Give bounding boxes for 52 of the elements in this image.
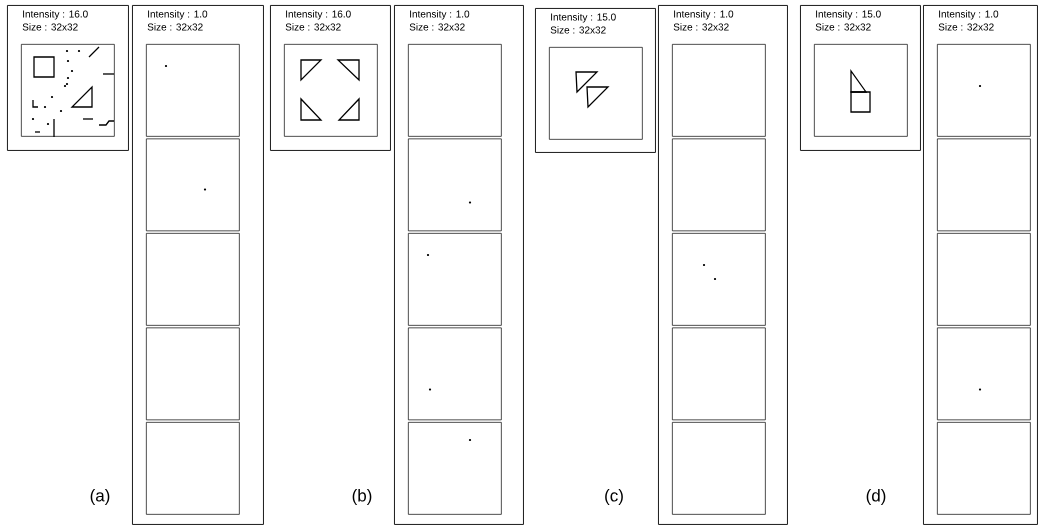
window-panel xyxy=(132,5,264,525)
window-panel xyxy=(270,5,391,151)
window-panel xyxy=(800,5,921,151)
window-panel xyxy=(394,5,524,525)
window-text: Size : 32x32 xyxy=(550,26,606,34)
pattern-image xyxy=(284,44,378,137)
window-text: Intensity : 1.0 xyxy=(410,10,470,20)
window-text: Size : 32x32 xyxy=(285,23,341,31)
window-text: Intensity : 1.0 xyxy=(674,10,734,20)
output-frame xyxy=(937,233,1031,326)
pattern-image xyxy=(549,47,643,140)
output-frame xyxy=(937,327,1031,421)
output-frame xyxy=(672,327,766,421)
window-text: Size : 32x32 xyxy=(22,23,78,31)
pattern-image xyxy=(21,44,115,138)
output-frame xyxy=(146,138,240,232)
window-text: Size : 32x32 xyxy=(147,23,203,31)
panel-label: (b) xyxy=(352,489,372,505)
pattern-image xyxy=(814,44,908,137)
window-text: Intensity : 1.0 xyxy=(148,10,208,20)
output-frame xyxy=(146,44,240,137)
window-text: Size : 32x32 xyxy=(938,23,994,31)
output-frame xyxy=(672,44,766,137)
window-text: Intensity : 15.0 xyxy=(551,13,616,23)
output-frame xyxy=(672,422,766,515)
output-frame xyxy=(672,233,766,326)
window-panel xyxy=(923,5,1038,525)
window-text: Intensity : 15.0 xyxy=(816,10,881,20)
panel-label: (a) xyxy=(90,489,110,505)
output-frame xyxy=(408,44,502,137)
output-frame xyxy=(408,138,502,232)
window-text: Size : 32x32 xyxy=(673,23,729,31)
output-frame xyxy=(672,138,766,232)
window-text: Intensity : 16.0 xyxy=(23,10,88,20)
output-frame xyxy=(937,44,1031,137)
window-panel xyxy=(658,5,788,525)
output-frame xyxy=(937,138,1031,232)
window-text: Size : 32x32 xyxy=(815,23,871,31)
window-panel xyxy=(535,8,656,153)
output-frame xyxy=(408,422,502,515)
output-frame xyxy=(937,422,1031,515)
window-text: Intensity : 1.0 xyxy=(939,10,999,20)
window-text: Intensity : 16.0 xyxy=(286,10,351,20)
output-frame xyxy=(408,233,502,326)
panel-label: (c) xyxy=(605,489,623,505)
output-frame xyxy=(146,422,240,515)
window-panel xyxy=(7,5,129,151)
output-frame xyxy=(146,233,240,326)
output-frame xyxy=(408,327,502,421)
window-text: Size : 32x32 xyxy=(409,23,465,31)
panel-label: (d) xyxy=(866,489,886,505)
output-frame xyxy=(146,327,240,421)
